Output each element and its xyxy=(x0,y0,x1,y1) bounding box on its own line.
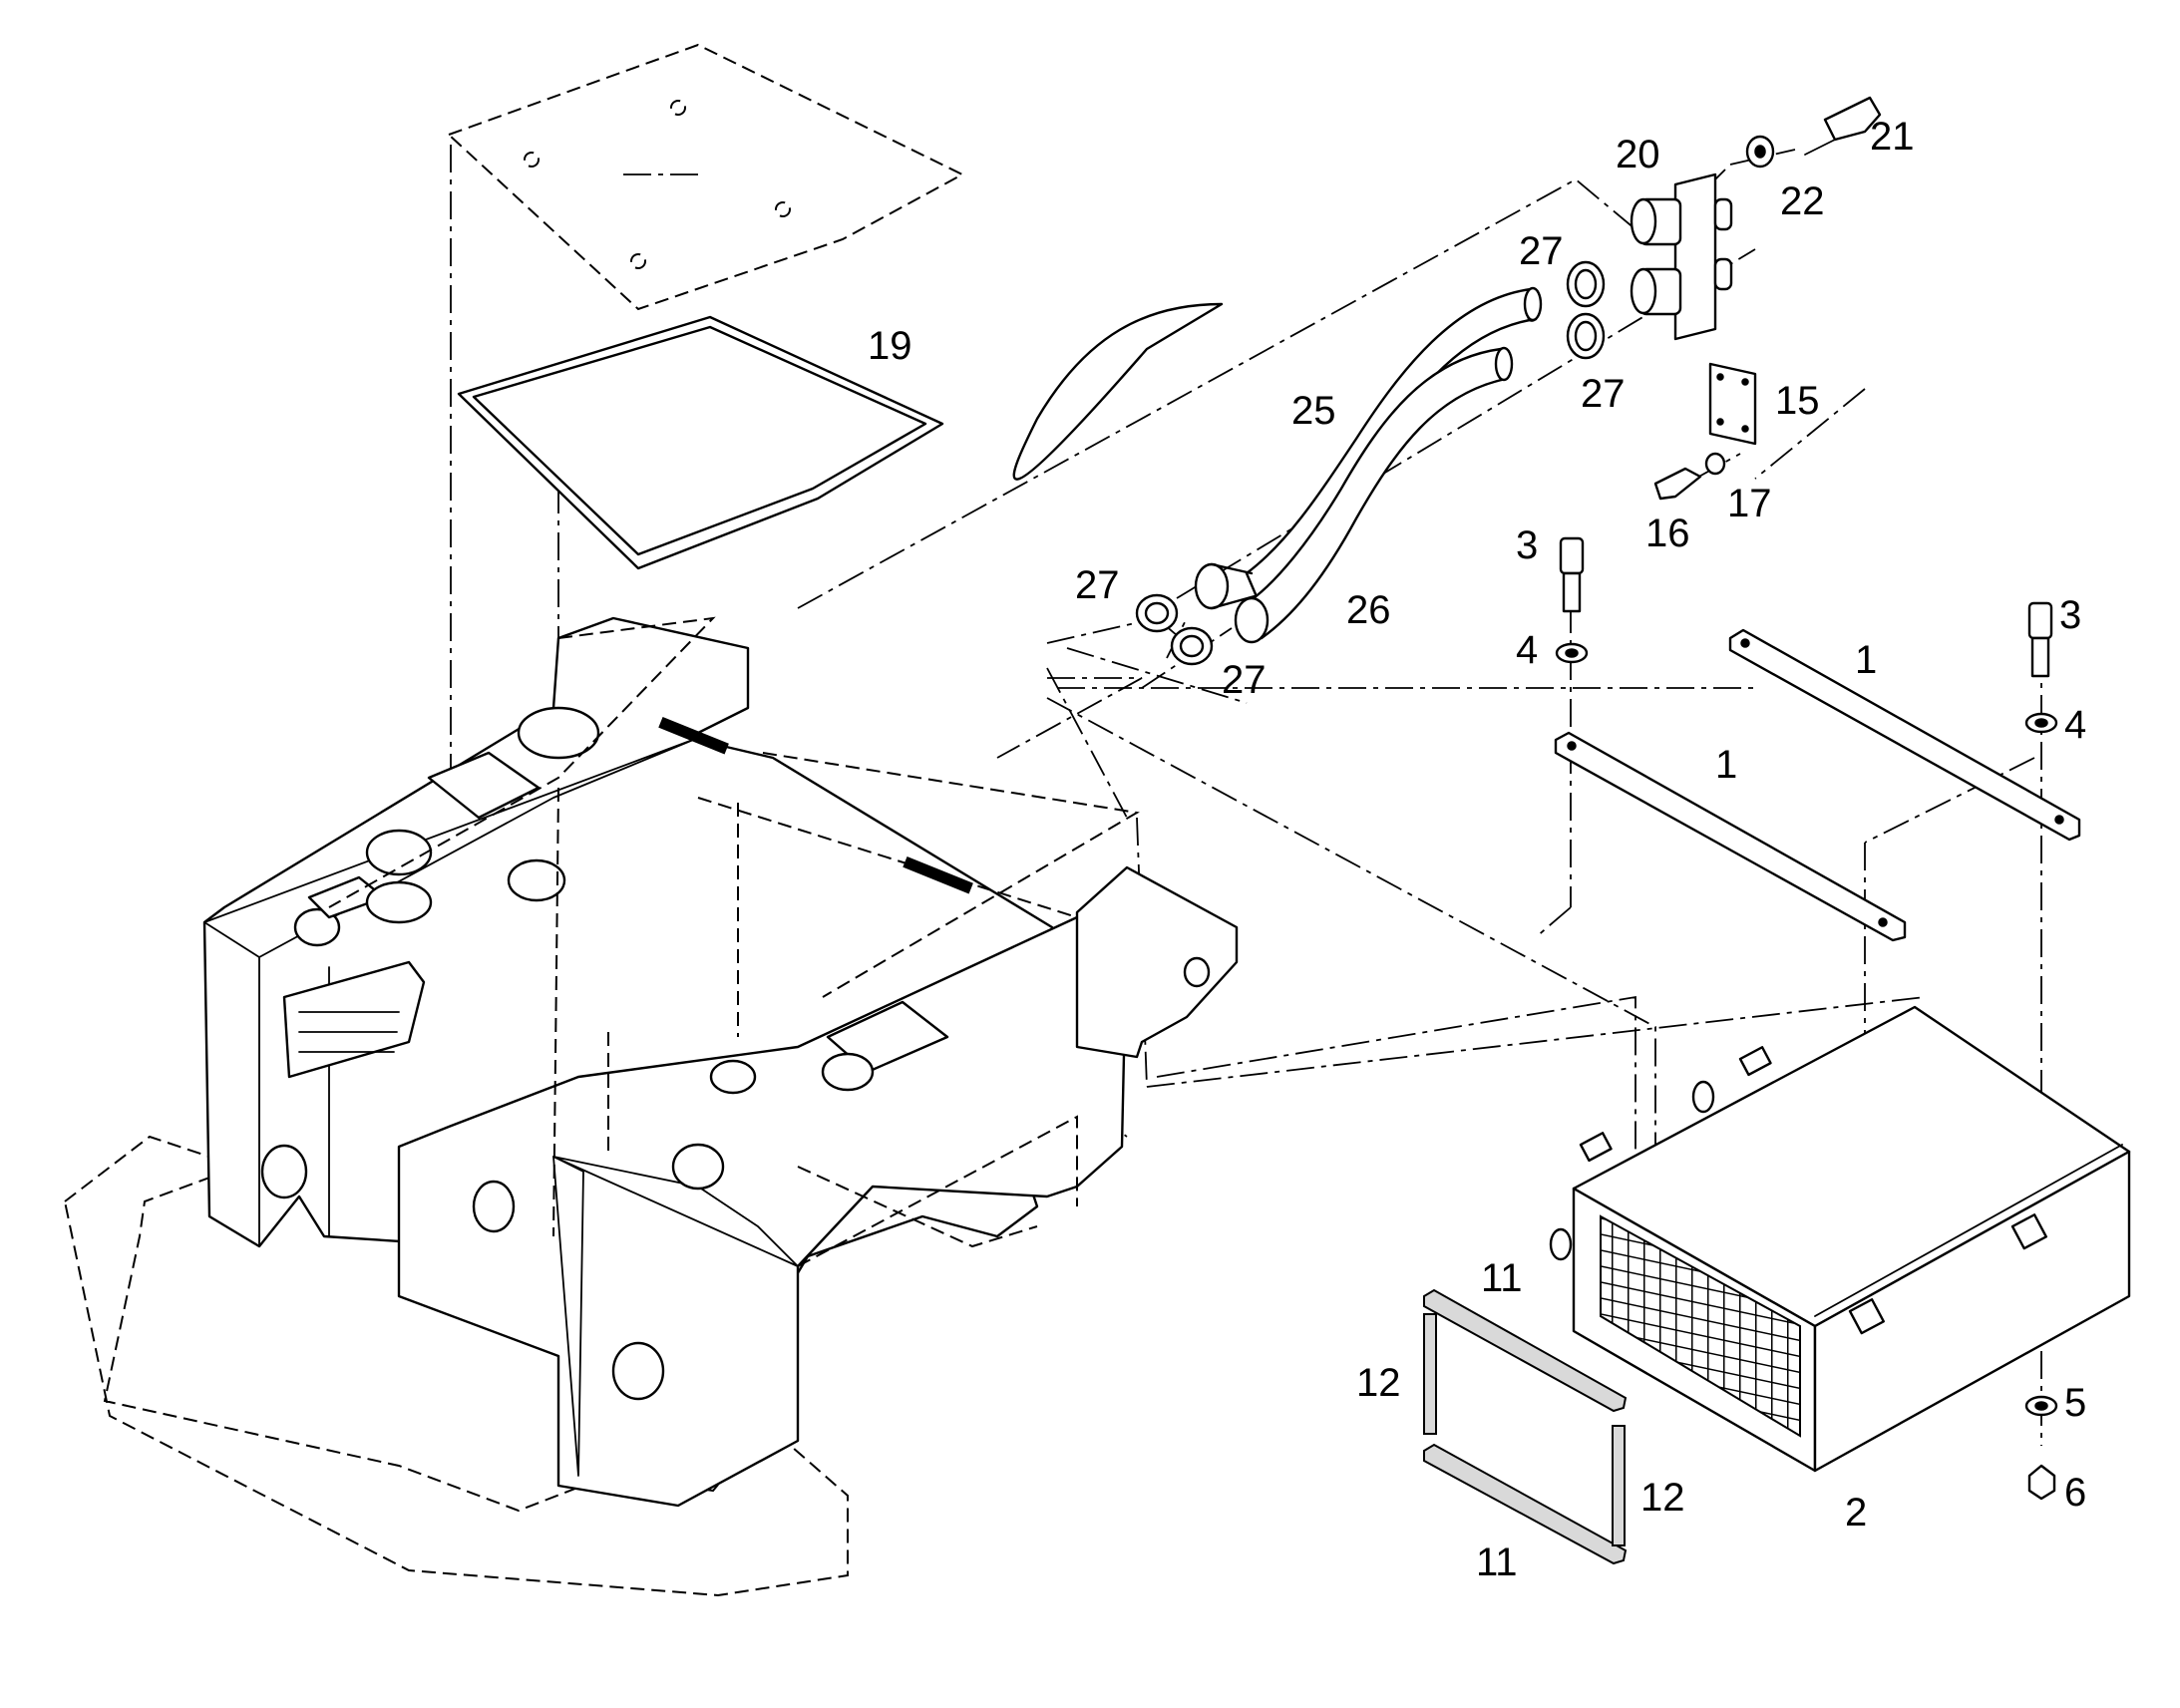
hoses-25-26 xyxy=(1012,286,1543,644)
washer-4-right xyxy=(2024,712,2058,734)
callout-1-upper: 1 xyxy=(1855,638,1877,682)
callout-16: 16 xyxy=(1645,512,1690,555)
callout-27-left: 27 xyxy=(1075,563,1120,607)
callout-11-upper: 11 xyxy=(1481,1256,1523,1300)
callout-20: 20 xyxy=(1616,133,1660,176)
callout-25: 25 xyxy=(1291,389,1336,433)
callout-6: 6 xyxy=(2064,1471,2086,1515)
hose-clamps-27 xyxy=(1135,260,1606,666)
callout-27-top: 27 xyxy=(1519,229,1564,273)
callouts: 19 20 21 22 27 27 27 27 25 26 15 16 17 3… xyxy=(868,115,2086,1584)
bolt-3-left xyxy=(1559,536,1585,613)
washer-17 xyxy=(1704,452,1726,476)
gasket-strip-12-left xyxy=(1423,1313,1437,1435)
gasket-strip-11-upper xyxy=(1423,1288,1628,1413)
bolt-21 xyxy=(1804,96,1882,156)
washer-4-left xyxy=(1555,642,1589,664)
callout-3-right: 3 xyxy=(2059,593,2081,637)
callout-4-left: 4 xyxy=(1516,628,1538,672)
callout-2: 2 xyxy=(1845,1491,1867,1535)
main-frame xyxy=(63,616,1239,1597)
mounting-strap-1-upper xyxy=(1728,628,2081,842)
callout-22: 22 xyxy=(1780,179,1825,223)
callout-21: 21 xyxy=(1870,115,1915,159)
callout-3-left: 3 xyxy=(1516,523,1538,567)
callout-12-right: 12 xyxy=(1640,1476,1685,1520)
mounting-strap-1-lower xyxy=(1554,731,1907,942)
callout-12-left: 12 xyxy=(1356,1361,1401,1405)
washer-22 xyxy=(1745,135,1775,169)
gasket-strip-12-right xyxy=(1612,1425,1626,1546)
callout-11-lower: 11 xyxy=(1476,1540,1518,1584)
callout-4-right: 4 xyxy=(2064,703,2086,747)
callout-15: 15 xyxy=(1775,379,1820,423)
heater-box-2 xyxy=(1549,1005,2131,1473)
callout-19: 19 xyxy=(868,324,912,368)
bolt-3-right xyxy=(2027,601,2053,678)
gasket-strip-11-lower xyxy=(1423,1443,1628,1565)
cover-plate-15 xyxy=(1708,362,1757,446)
seal-frame-19 xyxy=(457,315,944,570)
callout-5: 5 xyxy=(2064,1381,2086,1425)
callout-27-lower: 27 xyxy=(1222,658,1267,702)
nut-6 xyxy=(2027,1464,2056,1501)
washer-5 xyxy=(2024,1395,2058,1417)
top-cover-plate xyxy=(447,43,965,311)
callout-27-upper-mid: 27 xyxy=(1581,372,1626,416)
callout-1-lower: 1 xyxy=(1715,743,1737,787)
fitting-plate-20 xyxy=(1630,172,1733,341)
screw-16 xyxy=(1653,467,1702,501)
callout-26: 26 xyxy=(1346,588,1391,632)
callout-17: 17 xyxy=(1727,482,1772,525)
